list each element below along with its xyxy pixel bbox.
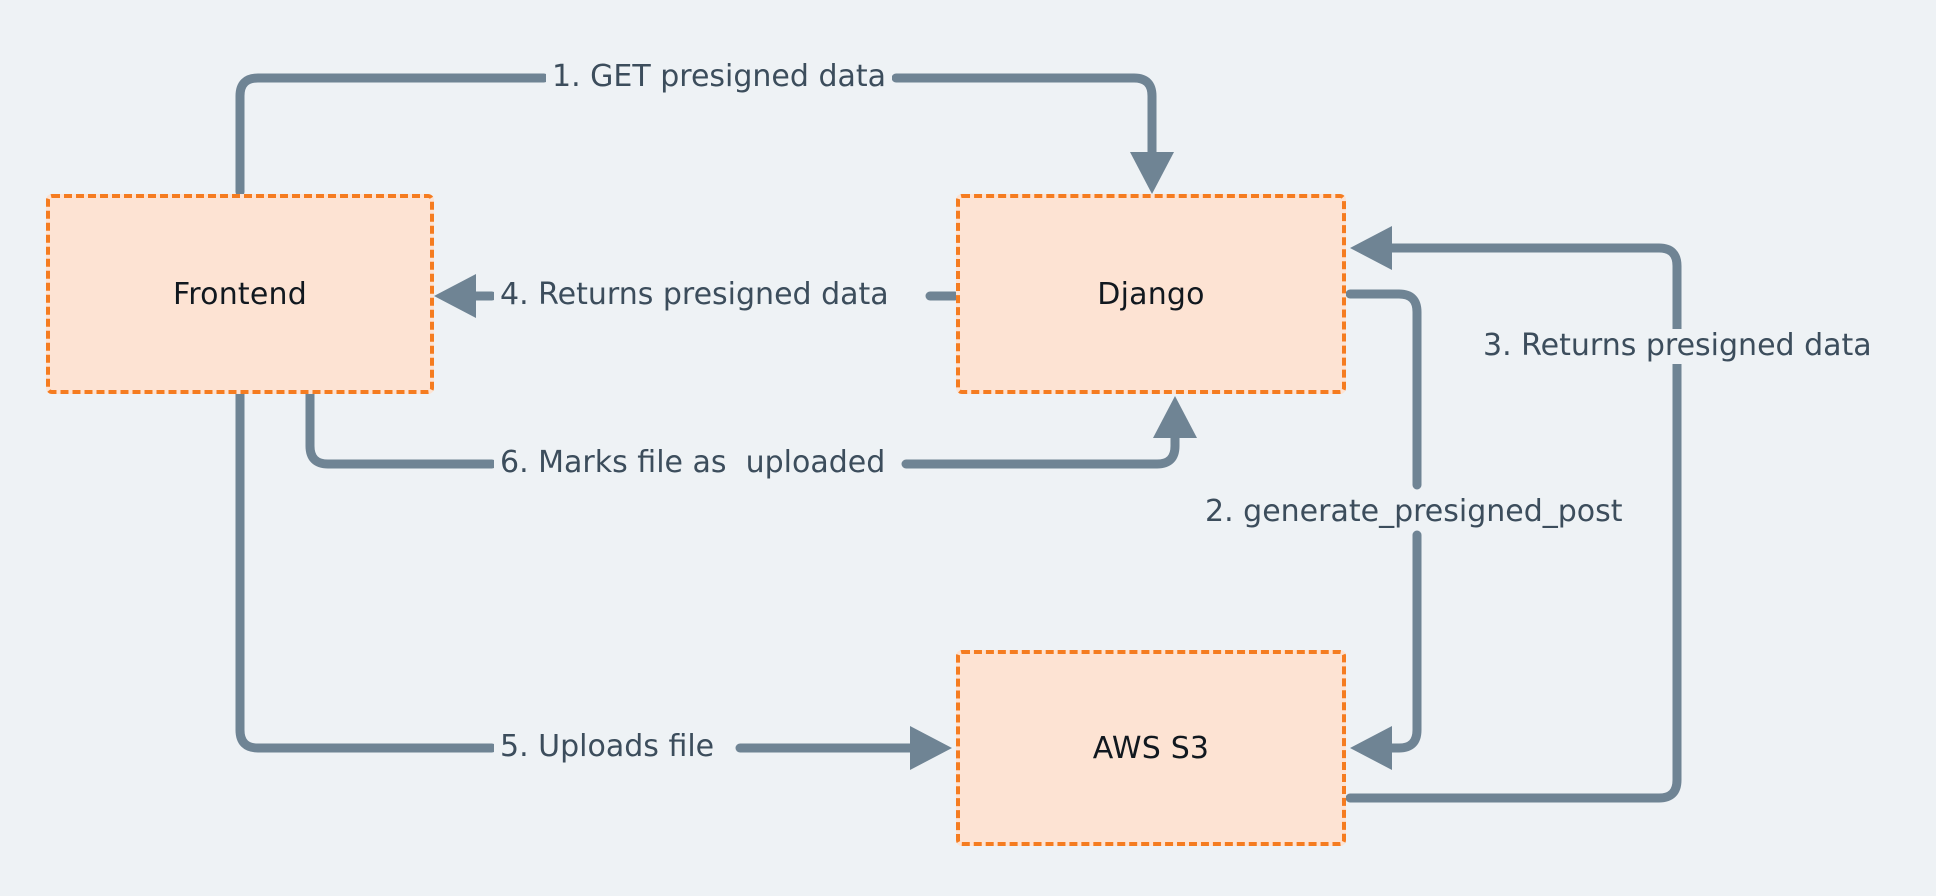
edge-6-arrowhead bbox=[1153, 396, 1197, 438]
edge-6-label: 6. Marks file as uploaded bbox=[494, 445, 892, 481]
edge-1-wire bbox=[235, 73, 1174, 197]
edge-4-label: 4. Returns presigned data bbox=[494, 277, 895, 313]
edge-5-arrowhead bbox=[910, 726, 952, 770]
edge-1-arrowhead bbox=[1130, 152, 1174, 194]
node-frontend[interactable]: Frontend bbox=[46, 194, 434, 394]
edge-2-wire bbox=[1345, 289, 1422, 770]
edge-2-arrowhead bbox=[1350, 726, 1392, 770]
edge-3-wire bbox=[1345, 226, 1682, 803]
node-aws-s3-label: AWS S3 bbox=[1092, 730, 1210, 766]
edge-4-arrowhead bbox=[434, 274, 476, 318]
edge-6-wire bbox=[305, 389, 1197, 469]
edge-4-wire bbox=[434, 274, 960, 318]
edge-1-label: 1. GET presigned data bbox=[546, 59, 893, 95]
node-django[interactable]: Django bbox=[956, 194, 1346, 394]
edge-3-label: 3. Returns presigned data bbox=[1477, 328, 1878, 364]
edge-2-label: 2. generate_presigned_post bbox=[1199, 494, 1629, 530]
node-aws-s3[interactable]: AWS S3 bbox=[956, 650, 1346, 846]
edge-3-arrowhead bbox=[1350, 226, 1392, 270]
edge-5-label: 5. Uploads file bbox=[494, 729, 721, 765]
edge-5-wire bbox=[235, 389, 952, 770]
node-frontend-label: Frontend bbox=[173, 276, 307, 312]
node-django-label: Django bbox=[1097, 276, 1205, 312]
